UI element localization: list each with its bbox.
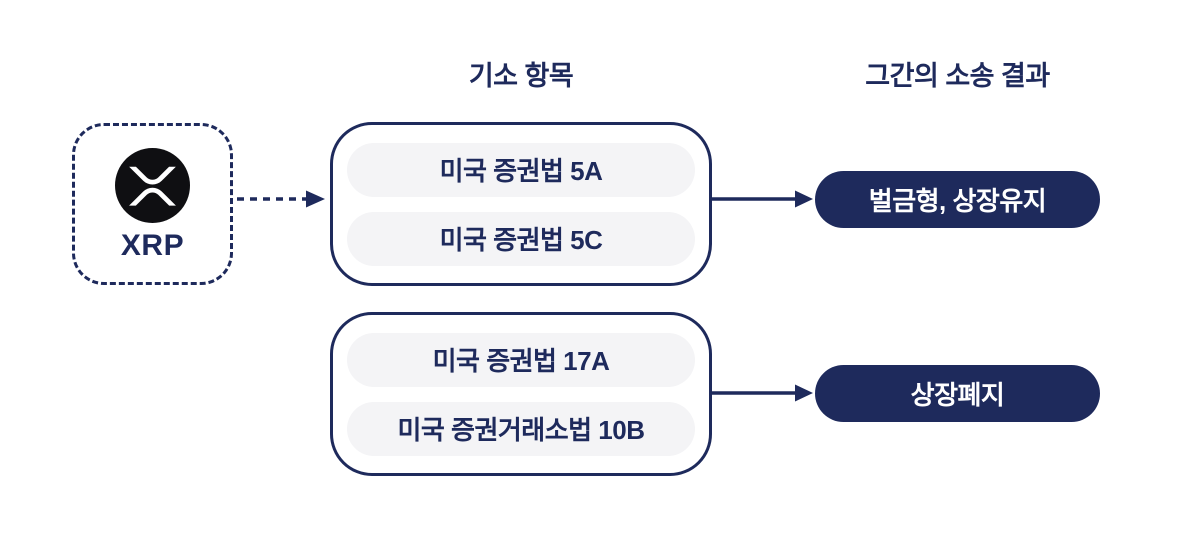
- charge-group-1-box: 미국 증권법 5A 미국 증권법 5C: [330, 122, 712, 286]
- solid-arrow-group1-to-result1: [712, 190, 813, 208]
- xrp-label: XRP: [120, 228, 185, 262]
- charge-group-2-box: 미국 증권법 17A 미국 증권거래소법 10B: [330, 312, 712, 476]
- results-column-header: 그간의 소송 결과: [865, 61, 1050, 91]
- result-pill-fine-listing-maintained: 벌금형, 상장유지: [815, 171, 1100, 228]
- charges-column-header: 기소 항목: [468, 61, 574, 91]
- xrp-coin-icon: [115, 147, 190, 223]
- charge-item-securities-act-17a: 미국 증권법 17A: [347, 332, 695, 387]
- xrp-subject-card: XRP: [72, 123, 233, 285]
- charge-item-securities-act-5a: 미국 증권법 5A: [347, 142, 695, 197]
- solid-arrow-group2-to-result2: [712, 384, 813, 402]
- charge-item-securities-act-5c: 미국 증권법 5C: [347, 211, 695, 266]
- charge-item-exchange-act-10b: 미국 증권거래소법 10B: [347, 401, 695, 456]
- result-pill-delisting: 상장폐지: [815, 365, 1100, 422]
- dashed-arrow-xrp-to-group1: [237, 190, 325, 208]
